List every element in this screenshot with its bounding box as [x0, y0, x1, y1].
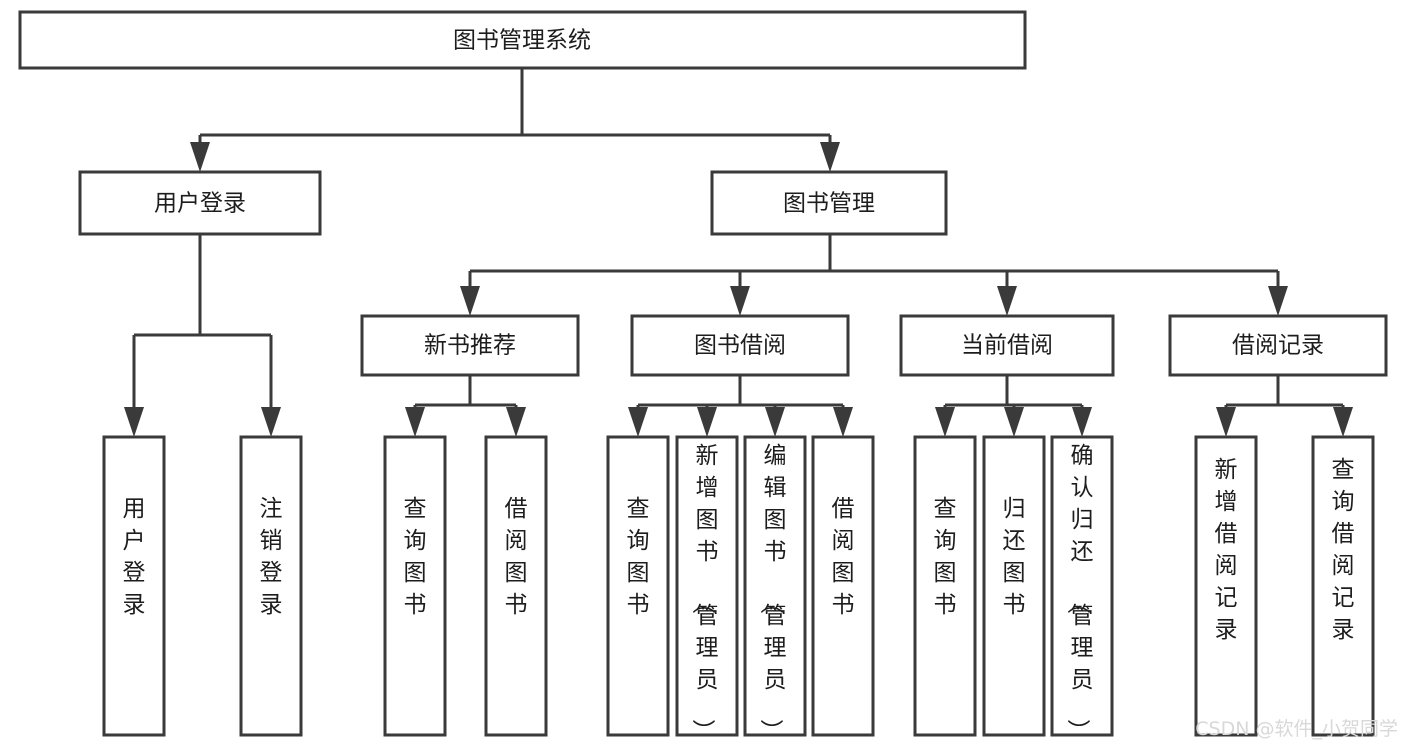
arrow-to-leaf-borrow-book-rec [506, 407, 526, 437]
node-new-book-recommend[interactable]: 新书推荐 [360, 314, 580, 377]
book-borrow-box[interactable] [630, 314, 850, 377]
arrow-to-current-borrow [997, 286, 1017, 316]
node-root[interactable]: 图书管理系统 [18, 10, 1027, 70]
leaf-query-book-borrow-box[interactable] [606, 435, 670, 737]
leaf-user-login-box[interactable] [102, 435, 166, 737]
book-borrow-label: 图书借阅 [694, 333, 786, 359]
book-manage-box[interactable] [710, 170, 948, 236]
leaf-query-book-cur-label: 查询图书 [934, 496, 957, 618]
arrow-to-leaf-query-book-borrow [628, 407, 648, 437]
new-book-recommend-label: 新书推荐 [424, 333, 516, 359]
current-borrow-label: 当前借阅 [961, 333, 1053, 359]
leaf-query-book-borrow-label: 查询图书 [627, 496, 650, 618]
leaf-user-logout-label: 注销登录 [260, 496, 283, 618]
leaf-query-book-rec-label: 查询图书 [404, 496, 427, 618]
arrow-to-leaf-user-logout [261, 407, 281, 437]
arrow-to-leaf-add-borrow-record [1216, 407, 1236, 437]
node-book-borrow[interactable]: 图书借阅 [630, 314, 850, 377]
arrow-to-book-manage [820, 142, 840, 172]
node-leaf-user-login[interactable]: 用户登录 [102, 435, 166, 737]
leaf-edit-book-admin-box[interactable] [743, 435, 807, 737]
connector-layer [124, 68, 1353, 437]
arrow-to-leaf-edit-book-admin [765, 407, 785, 437]
leaf-borrow-book-label: 借阅图书 [832, 496, 855, 618]
arrow-to-leaf-confirm-return-admin [1072, 407, 1092, 437]
leaf-edit-book-admin-label: 编辑图书（管理员） [758, 443, 787, 742]
node-leaf-user-logout[interactable]: 注销登录 [239, 435, 303, 737]
leaf-borrow-book-box[interactable] [811, 435, 875, 737]
root-label: 图书管理系统 [453, 28, 591, 54]
user-login-box[interactable] [78, 170, 322, 236]
node-leaf-add-book-admin[interactable]: 新增图书（管理员） [675, 435, 739, 742]
leaf-query-book-rec-box[interactable] [383, 435, 447, 737]
leaf-query-borrow-record-label: 查询借阅记录 [1332, 457, 1355, 643]
arrow-to-leaf-return-book [1004, 407, 1024, 437]
leaf-confirm-return-admin-label: 确认归还（管理员） [1065, 443, 1094, 742]
node-leaf-add-borrow-record[interactable]: 新增借阅记录 [1194, 435, 1258, 737]
leaf-query-book-cur-box[interactable] [913, 435, 977, 737]
leaf-return-book-label: 归还图书 [1003, 496, 1026, 618]
node-leaf-borrow-book-rec[interactable]: 借阅图书 [484, 435, 548, 737]
leaf-user-logout-box[interactable] [239, 435, 303, 737]
leaf-borrow-book-rec-label: 借阅图书 [505, 496, 528, 618]
node-leaf-query-book-borrow[interactable]: 查询图书 [606, 435, 670, 737]
root-box[interactable] [18, 10, 1027, 70]
arrow-to-leaf-add-book-admin [697, 407, 717, 437]
node-leaf-return-book[interactable]: 归还图书 [982, 435, 1046, 737]
leaf-add-borrow-record-label: 新增借阅记录 [1215, 457, 1238, 643]
leaf-add-borrow-record-box[interactable] [1194, 435, 1258, 737]
leaf-add-book-admin-label: 新增图书（管理员） [690, 443, 719, 742]
node-borrow-record[interactable]: 借阅记录 [1168, 314, 1388, 377]
arrow-to-leaf-borrow-book [833, 407, 853, 437]
leaf-add-book-admin-box[interactable] [675, 435, 739, 737]
leaf-borrow-book-rec-box[interactable] [484, 435, 548, 737]
book-manage-label: 图书管理 [783, 191, 875, 217]
node-leaf-query-book-rec[interactable]: 查询图书 [383, 435, 447, 737]
node-user-login[interactable]: 用户登录 [78, 170, 322, 236]
arrow-to-leaf-query-borrow-record [1333, 407, 1353, 437]
arrow-to-new-book-recommend [460, 286, 480, 316]
arrow-to-book-borrow [730, 286, 750, 316]
node-leaf-edit-book-admin[interactable]: 编辑图书（管理员） [743, 435, 807, 742]
leaf-user-login-label: 用户登录 [123, 496, 146, 618]
node-book-manage[interactable]: 图书管理 [710, 170, 948, 236]
node-leaf-confirm-return-admin[interactable]: 确认归还（管理员） [1050, 435, 1114, 742]
node-current-borrow[interactable]: 当前借阅 [899, 314, 1115, 377]
current-borrow-box[interactable] [899, 314, 1115, 377]
borrow-record-label: 借阅记录 [1232, 333, 1324, 359]
node-leaf-query-borrow-record[interactable]: 查询借阅记录 [1311, 435, 1375, 737]
leaf-query-borrow-record-box[interactable] [1311, 435, 1375, 737]
arrow-to-leaf-query-book-cur [935, 407, 955, 437]
new-book-recommend-box[interactable] [360, 314, 580, 377]
csdn-watermark: CSDN @软件_小贺同学 [1195, 718, 1398, 740]
arrow-to-leaf-query-book-rec [405, 407, 425, 437]
node-leaf-query-book-cur[interactable]: 查询图书 [913, 435, 977, 737]
leaf-return-book-box[interactable] [982, 435, 1046, 737]
user-login-label: 用户登录 [154, 191, 246, 217]
arrow-to-user-login [190, 142, 210, 172]
borrow-record-box[interactable] [1168, 314, 1388, 377]
node-leaf-borrow-book[interactable]: 借阅图书 [811, 435, 875, 737]
arrow-to-borrow-record [1268, 286, 1288, 316]
arrow-to-leaf-user-login [124, 407, 144, 437]
leaf-confirm-return-admin-box[interactable] [1050, 435, 1114, 737]
